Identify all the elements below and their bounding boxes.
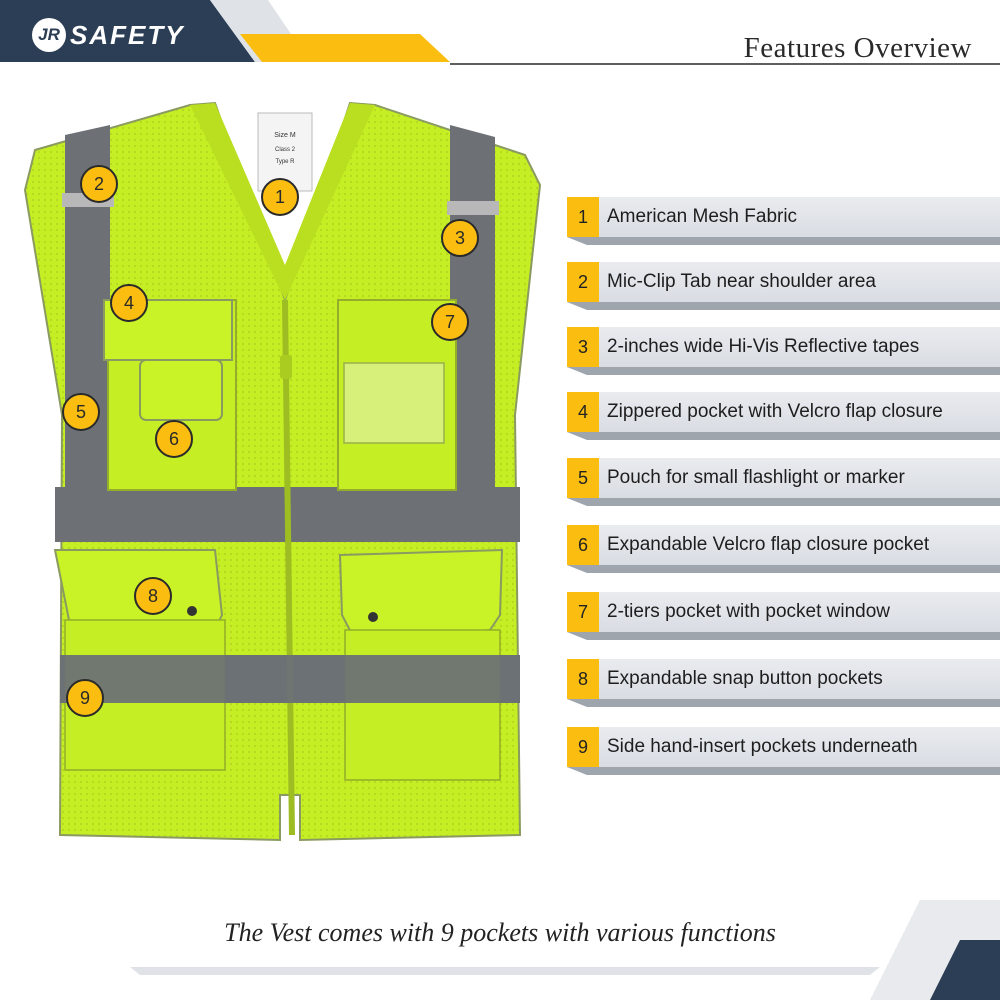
callout-3: 3 [441, 219, 479, 257]
lower-tape-overlay [60, 655, 520, 703]
header-yellow-stripe [240, 34, 450, 62]
right-shoulder-tape [450, 125, 495, 490]
feature-number: 9 [567, 727, 599, 767]
feature-shadow [567, 302, 1000, 310]
tag-line-1: Size M [274, 132, 296, 139]
feature-bar [599, 592, 1000, 632]
callout-4: 4 [110, 284, 148, 322]
feature-number: 3 [567, 327, 599, 367]
feature-bar [599, 262, 1000, 302]
footer-tagline: The Vest comes with 9 pockets with vario… [224, 918, 776, 947]
right-lower-pocket [344, 629, 501, 781]
small-flap-pocket [139, 359, 223, 421]
feature-shadow [567, 237, 1000, 245]
feature-bar [599, 659, 1000, 699]
page-title: Features Overview [743, 32, 972, 64]
callout-9: 9 [66, 679, 104, 717]
feature-row-3: 3 2-inches wide Hi-Vis Reflective tapes [567, 327, 1000, 375]
feature-row-8: 8 Expandable snap button pockets [567, 659, 1000, 707]
feature-number: 7 [567, 592, 599, 632]
right-snap-button [368, 612, 378, 622]
feature-row-9: 9 Side hand-insert pockets underneath [567, 727, 1000, 775]
feature-shadow [567, 367, 1000, 375]
feature-row-4: 4 Zippered pocket with Velcro flap closu… [567, 392, 1000, 440]
feature-shadow [567, 565, 1000, 573]
callout-1: 1 [261, 178, 299, 216]
feature-label: Expandable snap button pockets [607, 668, 883, 689]
vest-collar [190, 103, 375, 300]
right-lower-flap [338, 548, 504, 642]
feature-row-6: 6 Expandable Velcro flap closure pocket [567, 525, 1000, 573]
tag-line-3: Type R [275, 159, 295, 165]
feature-shadow [567, 498, 1000, 506]
logo-text: SAFETY [70, 19, 185, 50]
brand-logo: JR SAFETY [32, 18, 185, 52]
feature-row-5: 5 Pouch for small flashlight or marker [567, 458, 1000, 506]
feature-bar [599, 392, 1000, 432]
feature-shadow [567, 432, 1000, 440]
header-banner [0, 0, 1000, 65]
tag-line-2: Class 2 [275, 147, 296, 153]
feature-label: Pouch for small flashlight or marker [607, 467, 905, 488]
feature-label: Side hand-insert pockets underneath [607, 736, 918, 757]
callout-7: 7 [431, 303, 469, 341]
zipper [282, 299, 295, 836]
zipper-pull [280, 355, 292, 379]
feature-shadow [567, 767, 1000, 775]
feature-number: 2 [567, 262, 599, 302]
feature-bar [599, 727, 1000, 767]
feature-number: 6 [567, 525, 599, 565]
header-navy-shape [0, 0, 255, 62]
right-mic-clip [447, 201, 499, 215]
feature-bar [599, 327, 1000, 367]
feature-number: 4 [567, 392, 599, 432]
callout-8: 8 [134, 577, 172, 615]
callout-2: 2 [80, 165, 118, 203]
feature-label: American Mesh Fabric [607, 206, 798, 227]
feature-number: 8 [567, 659, 599, 699]
feature-label: Expandable Velcro flap closure pocket [607, 534, 930, 555]
left-snap-button [187, 606, 197, 616]
feature-label: Zippered pocket with Velcro flap closure [607, 401, 943, 422]
feature-shadow [567, 699, 1000, 707]
feature-label: 2-inches wide Hi-Vis Reflective tapes [607, 336, 920, 357]
footer-navy-shape [930, 940, 1000, 1000]
footer-rule [130, 967, 880, 975]
feature-row-2: 2 Mic-Clip Tab near shoulder area [567, 262, 1000, 310]
feature-row-7: 7 2-tiers pocket with pocket window [567, 592, 1000, 640]
safety-vest-image: Size M Class 2 Type R [23, 101, 542, 842]
feature-number: 5 [567, 458, 599, 498]
feature-label: 2-tiers pocket with pocket window [607, 601, 891, 622]
logo-mark: JR [32, 18, 66, 52]
callout-6: 6 [155, 420, 193, 458]
feature-label: Mic-Clip Tab near shoulder area [607, 271, 876, 292]
feature-row-1: 1 American Mesh Fabric [567, 197, 1000, 245]
feature-bar [599, 525, 1000, 565]
callout-5: 5 [62, 393, 100, 431]
feature-number: 1 [567, 197, 599, 237]
footer-banner [130, 900, 1000, 1000]
feature-bar [599, 197, 1000, 237]
feature-bar [599, 458, 1000, 498]
feature-shadow [567, 632, 1000, 640]
pocket-window [343, 362, 445, 444]
